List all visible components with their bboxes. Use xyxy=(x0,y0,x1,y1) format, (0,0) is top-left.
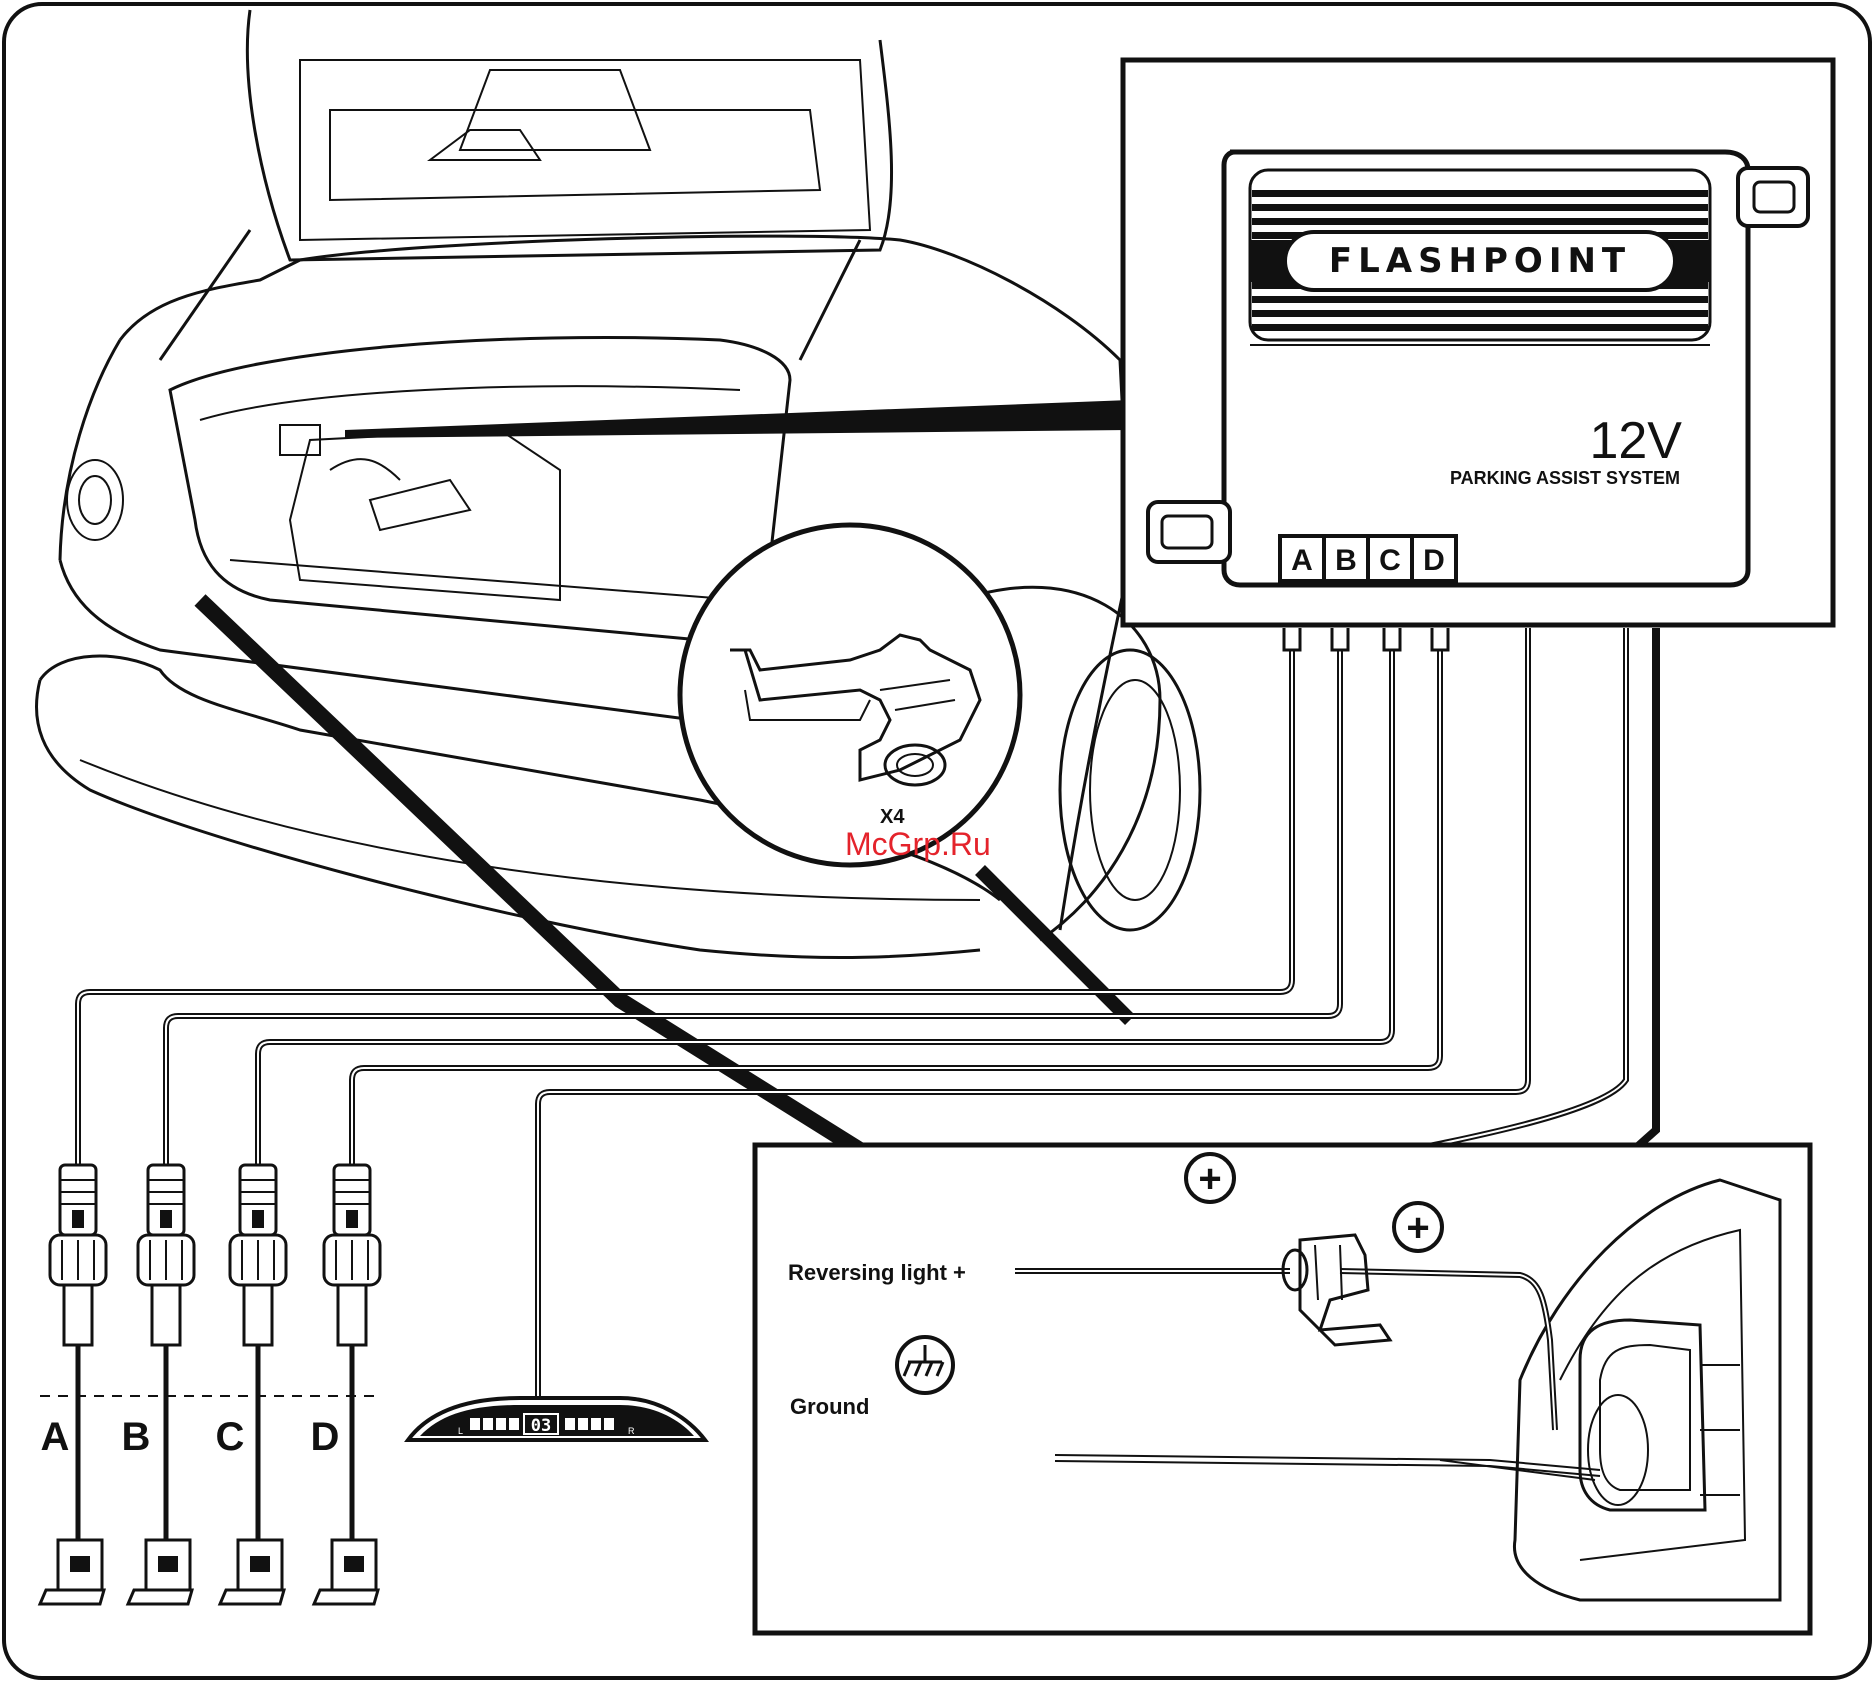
sensor-label-c: C xyxy=(216,1415,245,1459)
sensor-column-d xyxy=(314,1165,380,1604)
connector-quantity: X4 xyxy=(880,806,905,828)
plus-symbol-reversing: + xyxy=(1394,1203,1442,1251)
port-b-label: B xyxy=(1335,544,1357,577)
sensor-column-a xyxy=(40,1165,106,1604)
module-brand: FLASHPOINT xyxy=(1329,241,1631,281)
svg-text:+: + xyxy=(1406,1206,1429,1250)
reversing-light-label: Reversing light + xyxy=(788,1260,966,1285)
svg-text:+: + xyxy=(1198,1157,1221,1201)
mount-tab-left xyxy=(1148,502,1230,562)
sensor-label-d: D xyxy=(311,1415,340,1459)
module-subtitle: PARKING ASSIST SYSTEM xyxy=(1450,468,1680,488)
sensor-label-a: A xyxy=(41,1415,70,1459)
ground-label: Ground xyxy=(790,1394,869,1419)
connector-circle xyxy=(680,525,1020,865)
port-d-label: D xyxy=(1423,544,1445,577)
ground-icon xyxy=(897,1337,953,1393)
connector-inset: X4 McGrp.Ru xyxy=(680,525,1020,865)
sensor-column-c xyxy=(220,1165,286,1604)
display-unit: 03 L R xyxy=(408,1398,705,1440)
port-c-label: C xyxy=(1379,544,1401,577)
module-ports: A B C D xyxy=(1280,536,1456,581)
mount-tab-right xyxy=(1738,168,1808,226)
port-a-label: A xyxy=(1291,544,1313,577)
module-inset: FLASHPOINT 12V PARKING ASSIST SYSTEM A B… xyxy=(1123,60,1833,625)
module-striped-panel: FLASHPOINT xyxy=(1250,170,1710,340)
module-lead-stubs xyxy=(1284,628,1448,650)
watermark: McGrp.Ru xyxy=(845,826,991,862)
wiring-inset: + + Reversing light + Ground xyxy=(755,1145,1810,1633)
sensor-column-b xyxy=(128,1165,194,1604)
sensor-label-b: B xyxy=(122,1415,151,1459)
car-rear-illustration xyxy=(37,10,1200,1150)
display-left-marker: L xyxy=(458,1426,463,1436)
display-right-marker: R xyxy=(628,1426,635,1436)
module-voltage: 12V xyxy=(1589,412,1682,470)
display-reading: 03 xyxy=(531,1416,551,1436)
plus-symbol-wire: + xyxy=(1186,1154,1234,1202)
